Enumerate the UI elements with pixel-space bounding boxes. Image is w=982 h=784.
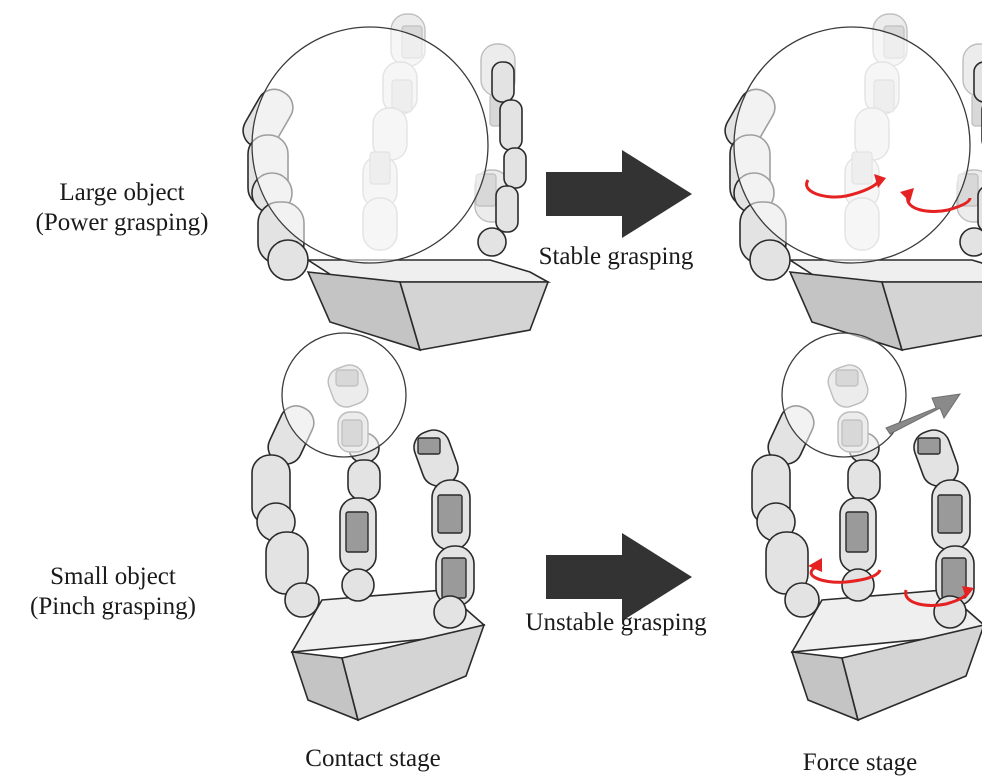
row-label-line1: Large object xyxy=(18,178,226,208)
contact-stage-power-grasp xyxy=(237,14,548,350)
row-label-large-object: Large object (Power grasping) xyxy=(18,178,226,238)
force-stage-power-grasp xyxy=(719,14,982,350)
transition-label-unstable: Unstable grasping xyxy=(494,608,738,638)
row-label-line2: (Pinch grasping) xyxy=(8,592,218,622)
row-label-line1: Small object xyxy=(8,562,218,592)
column-label-contact-stage: Contact stage xyxy=(268,744,478,774)
force-stage-pinch-grasp xyxy=(752,333,982,720)
row-label-small-object: Small object (Pinch grasping) xyxy=(8,562,218,622)
contact-stage-pinch-grasp xyxy=(252,333,484,720)
stable-transition-arrow-icon xyxy=(546,150,692,238)
column-label-force-stage: Force stage xyxy=(760,748,960,778)
row-label-line2: (Power grasping) xyxy=(18,208,226,238)
transition-label-stable: Stable grasping xyxy=(506,242,726,272)
